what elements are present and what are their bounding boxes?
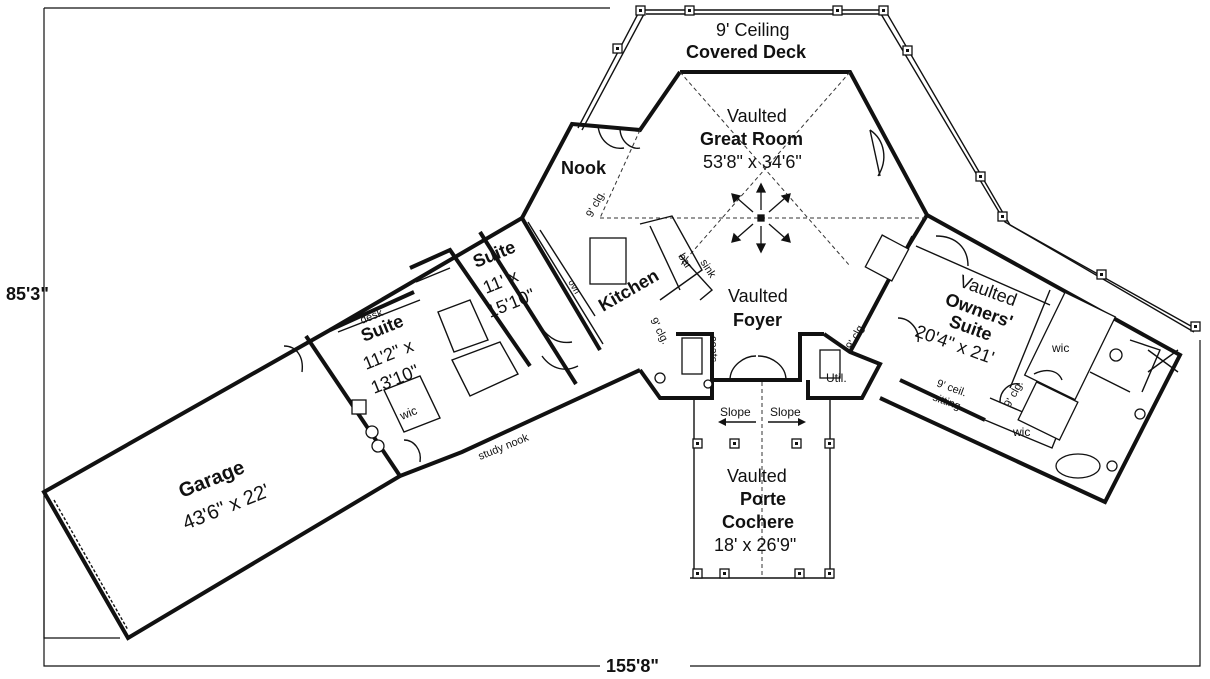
foyer-label: Foyer bbox=[733, 310, 782, 330]
vaulted-ceiling-arrows bbox=[731, 182, 791, 254]
dimension-lines bbox=[43, 7, 1201, 667]
foyer-prefix: Vaulted bbox=[728, 286, 788, 306]
owners-ceiling-note-left: 9' clg. bbox=[844, 321, 868, 352]
owners-ceiling-note-right: 9' clg. bbox=[1002, 379, 1026, 410]
suite-left-wic-label: wic bbox=[397, 403, 419, 423]
left-wing-walls bbox=[41, 216, 641, 641]
covered-deck-outline bbox=[577, 5, 1201, 333]
great-room-label: Great Room bbox=[700, 129, 803, 149]
foyer-walls bbox=[638, 332, 883, 400]
porte-cochere-prefix: Vaulted bbox=[727, 466, 787, 486]
nook-ceiling-note: 9' clg. bbox=[584, 189, 608, 220]
overall-depth-label: 85'3" bbox=[6, 284, 49, 304]
porte-cochere-label-line1: Porte bbox=[740, 489, 786, 509]
owners-wic-top-label: wic bbox=[1051, 341, 1069, 355]
porte-cochere-size: 18' x 26'9" bbox=[714, 535, 796, 555]
owners-wic-bottom-label: wic bbox=[1012, 425, 1030, 439]
porte-cochere-outline bbox=[690, 382, 835, 579]
slope-right-label: Slope bbox=[770, 405, 801, 419]
nook-kitchen-walls bbox=[520, 215, 714, 352]
great-room-prefix: Vaulted bbox=[727, 106, 787, 126]
owners-wing-walls bbox=[848, 213, 1183, 505]
porte-cochere-label-line2: Cochere bbox=[722, 512, 794, 532]
nook-label: Nook bbox=[561, 158, 607, 178]
great-room-size: 53'8" x 34'6" bbox=[703, 152, 802, 172]
kitchen-ceiling-note: 9' clg. bbox=[647, 316, 671, 347]
study-nook-label: study nook bbox=[477, 432, 531, 463]
deck-ceiling-note: 9' Ceiling bbox=[716, 20, 789, 40]
overall-width-label: 155'8" bbox=[606, 656, 659, 676]
coats-label: coats bbox=[707, 336, 719, 363]
slope-left-label: Slope bbox=[720, 405, 751, 419]
utility-label: Util. bbox=[826, 371, 847, 385]
covered-deck-label: Covered Deck bbox=[686, 42, 807, 62]
